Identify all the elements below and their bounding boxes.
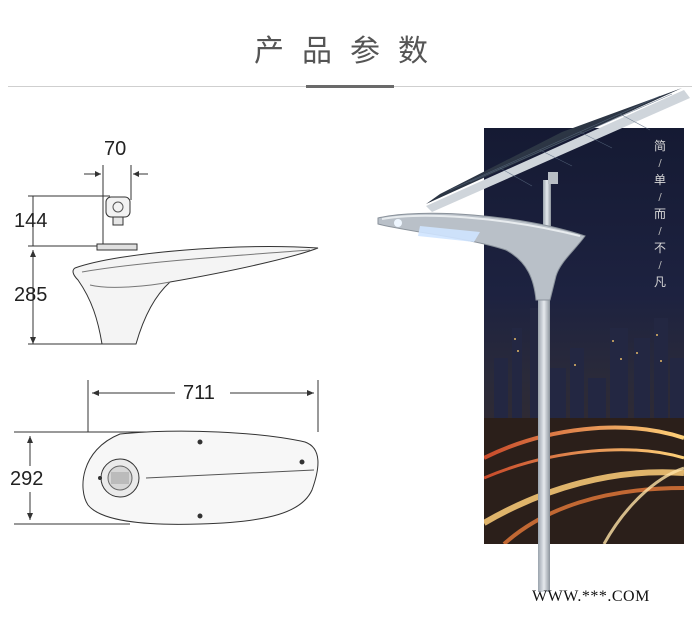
lamp-head [377, 212, 586, 301]
slogan-char: 简 [653, 139, 666, 153]
city-skyline [484, 308, 684, 544]
slogan-char: 单 [653, 173, 666, 187]
dim-label-width-top: 70 [104, 138, 127, 160]
dim-label-width-bottom: 292 [10, 468, 44, 490]
dim-label-length: 711 [183, 382, 215, 404]
lamp-body-top [82, 430, 319, 525]
light-pole [538, 248, 550, 592]
watermark-text: WWW.***.COM [532, 588, 650, 605]
slogan-char: 而 [653, 207, 666, 221]
solar-panel [426, 88, 682, 204]
slogan-vertical-text: 简 / 单 / 而 / 不 / 凡 [653, 139, 666, 289]
slogan-char: 不 [653, 241, 666, 255]
slogan-char: 凡 [653, 275, 666, 289]
page-title: 产品参数 [254, 34, 446, 69]
dim-label-height-body: 285 [14, 284, 48, 306]
dim-label-height-head: 144 [14, 210, 48, 232]
title-accent-bar [306, 85, 394, 88]
city-night-photo [484, 128, 684, 544]
mount-clamp [96, 243, 138, 251]
